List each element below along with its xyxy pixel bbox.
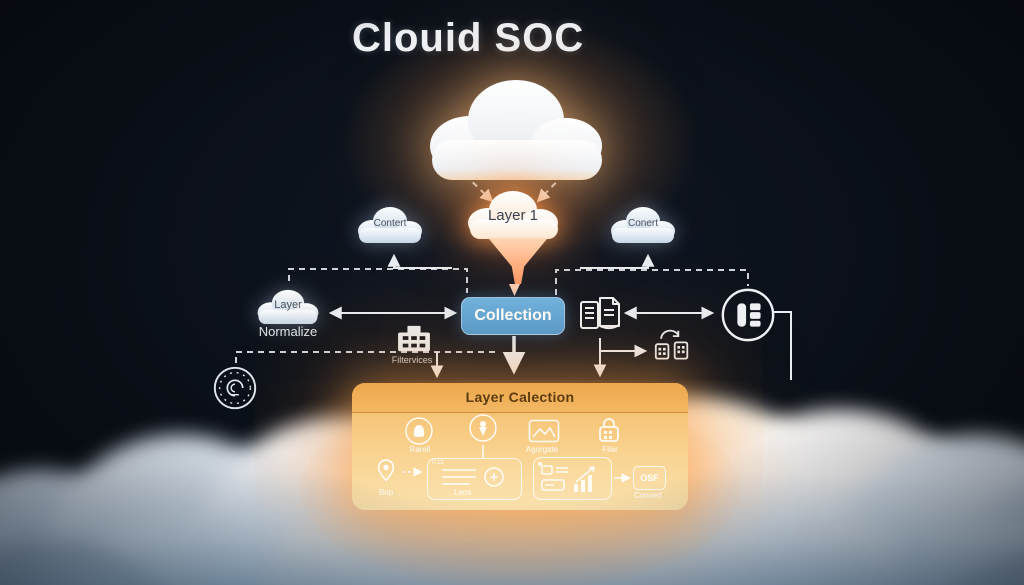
main-cloud [408,64,623,192]
osf-caption: Convert [633,491,662,500]
row1-label-1: Rarell [409,445,431,454]
dashed-line-lower-left [235,351,500,363]
page-title: Clouid SOC [352,16,585,60]
layer-collection-panel: Layer Calection Rarell Agorgate [352,383,688,510]
cloud-shape [430,80,602,180]
pin-drop-icon [374,457,398,487]
arrow-to-contert [387,253,452,269]
lock-icon [596,415,622,445]
layer1-cloud: Layer 1 [458,183,568,245]
row1-label-4: Filar [602,445,618,454]
row1-label-3: Agorgate [525,445,559,454]
source-left-label: Contert [373,218,407,229]
list-box-caption: Leos [454,488,472,497]
normalize-caption: Normalize [258,324,318,339]
people-stats-circle-icon [719,286,777,344]
building-transfer-icon [650,328,694,364]
normalize-cloud-label: Layer [274,299,302,311]
source-cloud-left: Contert [350,200,430,248]
document-server-icon [578,292,622,338]
fingerprint-dial-icon [210,363,260,413]
arrow-to-transfer [599,338,648,358]
collection-button[interactable]: Collection [461,297,565,335]
hand-circle-icon [404,416,434,446]
building-icon [394,324,434,354]
list-box-corner-label: P.13 [432,460,444,466]
panel-header: Layer Calection [352,383,688,413]
filter-service-caption: Filtervices [391,355,433,365]
osf-label: OSF [640,473,659,483]
osf-box: OSF [633,466,666,490]
layer1-label: Layer 1 [487,207,539,224]
funnel-tip-arrow [509,284,520,296]
pin-circle-icon [466,413,500,447]
funnel-shape [488,238,548,284]
pin-label: Bop [378,488,394,497]
source-right-label: Conert [627,218,658,229]
chart-box [533,457,612,500]
source-cloud-right: Conert [603,200,683,248]
collection-label: Collection [474,307,552,324]
arrow-to-conert [580,253,655,269]
normalize-cloud: Layer [250,283,326,329]
image-icon [528,419,560,443]
list-box: P.13 Leos [427,458,522,500]
